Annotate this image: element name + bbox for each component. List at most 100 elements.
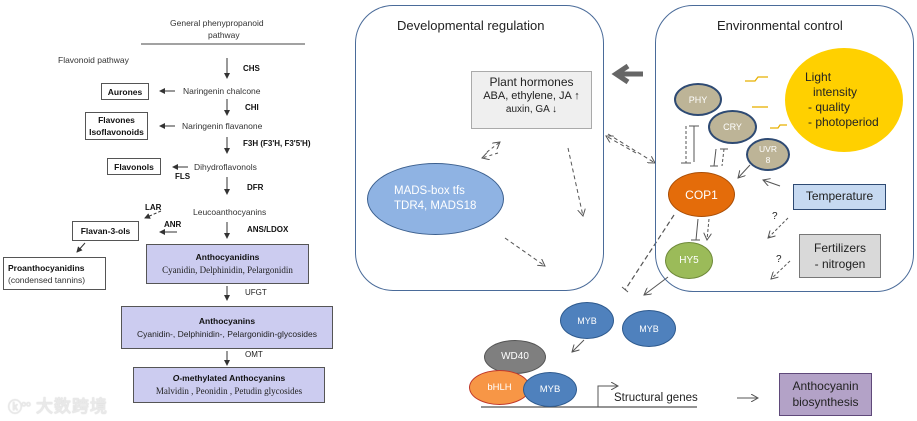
flavan-3-ols-label: Flavan-3-ols: [80, 226, 131, 236]
temperature-box: Temperature: [793, 184, 886, 210]
flavonols-label: Flavonols: [114, 161, 154, 172]
cop1-inhibit-hy5: [695, 218, 699, 241]
environmental-title: Environmental control: [717, 18, 843, 33]
arrow-myb-complex: [572, 339, 585, 352]
arrow-to-proanthocyanidins: [76, 242, 86, 253]
isoflavonoids-label: Isoflavonoids: [89, 127, 144, 137]
watermark-logo-icon: ⓚ°°: [8, 399, 31, 415]
light-ray-3: [770, 124, 787, 129]
uvr8-label-2: 8: [765, 154, 771, 165]
fertilizers-box: Fertilizers - nitrogen: [799, 234, 881, 278]
arrow-lar: [144, 210, 162, 219]
flavones-label: Flavones: [98, 115, 135, 125]
light-circle: Light intensity - quality - photoperiod: [785, 48, 903, 152]
light-photoperiod: - photoperiod: [808, 115, 879, 129]
enzyme-f3h: F3H (F3'H, F3'5'H): [243, 139, 311, 148]
header-line2: pathway: [208, 30, 240, 40]
biosynthesis-line2: biosynthesis: [792, 395, 859, 409]
developmental-panel-bottom: [355, 100, 604, 291]
flavan-3-ols-box: Flavan-3-ols: [72, 221, 139, 241]
mads-line1: MADS-box tfs: [394, 185, 465, 197]
developmental-panel-top: [355, 5, 604, 148]
temperature-label: Temperature: [805, 189, 874, 203]
dashed-cop1-myb: [624, 214, 675, 291]
light-ray-1: [745, 76, 768, 82]
myb-ellipse-3: MYB: [523, 372, 577, 407]
cry-ellipse: CRY: [708, 110, 757, 144]
fertilizers-label: Fertilizers: [813, 241, 866, 255]
anthocyanins-sub: Cyanidin-, Delphinidin-, Pelargonidin-gl…: [136, 328, 317, 339]
enzyme-anr: ANR: [164, 220, 182, 229]
plant-hormones-title: Plant hormones: [489, 75, 574, 89]
enzyme-ans-ldox: ANS/LDOX: [247, 225, 289, 234]
enzyme-lar: LAR: [145, 203, 162, 212]
watermark: ⓚ°° 大数跨境: [8, 392, 108, 417]
developmental-title: Developmental regulation: [397, 18, 545, 33]
question-mark-2: ?: [776, 254, 782, 265]
enzyme-dfr: DFR: [247, 183, 264, 192]
condensed-tannins-label: (condensed tannins): [8, 274, 86, 285]
environmental-panel: [655, 5, 914, 292]
dihydroflavonols: Dihydroflavonols: [194, 162, 257, 172]
phy-label: PHY: [688, 94, 708, 105]
biosynthesis-line1: Anthocyanin: [792, 379, 859, 393]
dashed-to-hormones: [606, 136, 637, 154]
dashed-hormones-mads: [486, 142, 500, 153]
light-quality: - quality: [808, 100, 851, 114]
dashed-fert-question: [771, 260, 791, 279]
myb-ellipse-2: MYB: [622, 310, 676, 347]
arrow-uvr8-cop1: [738, 164, 751, 178]
flavonoid-pathway-label: Flavonoid pathway: [58, 55, 129, 65]
anthocyanidins-title: Anthocyanidins: [195, 252, 260, 262]
dashed-to-env: [607, 133, 655, 163]
wd40-ellipse: WD40: [484, 340, 546, 374]
nitrogen-label: - nitrogen: [814, 257, 866, 271]
structural-genes-label: Structural genes: [614, 392, 698, 404]
anthocyanins-box: Anthocyanins Cyanidin-, Delphinidin-, Pe…: [121, 306, 333, 349]
hy5-label: HY5: [679, 254, 699, 266]
flavonols-box: Flavonols: [107, 158, 161, 175]
light-intensity: intensity: [813, 85, 858, 99]
enzyme-chi: CHI: [245, 103, 259, 112]
promoter-arrow: [597, 386, 618, 407]
myb-label-3: MYB: [539, 383, 561, 395]
dashed-hormones-down: [567, 147, 583, 216]
naringenin-flavanone: Naringenin flavanone: [182, 121, 263, 131]
cry-inhibit-solid: [713, 148, 717, 167]
anthocyanidins-sub: Cyanidin, Delphinidin, Pelargonidin: [162, 265, 293, 275]
dashed-mads-hormones: [482, 153, 499, 158]
light-label: Light: [805, 70, 832, 84]
o-methylated-anthocyanins-box: O-methylated Anthocyanins Malvidin , Peo…: [133, 367, 325, 403]
o-methylated-sub: Malvidin , Peonidin , Petudin glycosides: [155, 386, 303, 396]
flavones-box: Flavones Isoflavonoids: [85, 112, 148, 140]
phy-ellipse: PHY: [674, 83, 722, 116]
anthocyanins-title: Anthocyanins: [198, 315, 256, 326]
dashed-mads-down: [504, 237, 545, 266]
watermark-text: 大数跨境: [35, 397, 108, 416]
wd40-label: WD40: [501, 351, 529, 362]
header-line1: General phenypropanoid: [170, 18, 264, 28]
myb-label-2: MYB: [639, 323, 659, 334]
uvr8-ellipse: UVR 8: [746, 138, 790, 171]
question-mark-1: ?: [772, 211, 778, 222]
bhlh-label: bHLH: [487, 381, 512, 393]
uvr8-label-1: UVR: [759, 143, 777, 154]
proanthocyanidins-box: Proanthocyanidins (condensed tannins): [3, 257, 106, 290]
anthocyanin-biosynthesis-box: Anthocyanin biosynthesis: [779, 373, 872, 416]
plant-hormones-box: Plant hormones ABA, ethylene, JA ↑ auxin…: [471, 71, 592, 129]
o-methylated-title: -methylated Anthocyanins: [179, 373, 286, 383]
hy5-ellipse: HY5: [665, 242, 713, 279]
myb-label-1: MYB: [577, 315, 597, 326]
cry-inhibit-dashed: [721, 148, 725, 167]
mads-box-ellipse: MADS-box tfs TDR4, MADS18: [367, 163, 504, 235]
hormones-up: ABA, ethylene, JA ↑: [483, 90, 580, 102]
aurones-label: Aurones: [107, 86, 143, 97]
anthocyanidins-box: Anthocyanidins Cyanidin, Delphinidin, Pe…: [146, 244, 309, 284]
cop1-ellipse: COP1: [668, 172, 735, 217]
myb-ellipse-1: MYB: [560, 302, 614, 339]
leucoanthocyanins: Leucoanthocyanins: [193, 207, 267, 217]
naringenin-chalcone: Naringenin chalcone: [183, 86, 261, 96]
bhlh-ellipse: bHLH: [469, 370, 530, 405]
arrow-hy5-myb: [644, 276, 669, 295]
